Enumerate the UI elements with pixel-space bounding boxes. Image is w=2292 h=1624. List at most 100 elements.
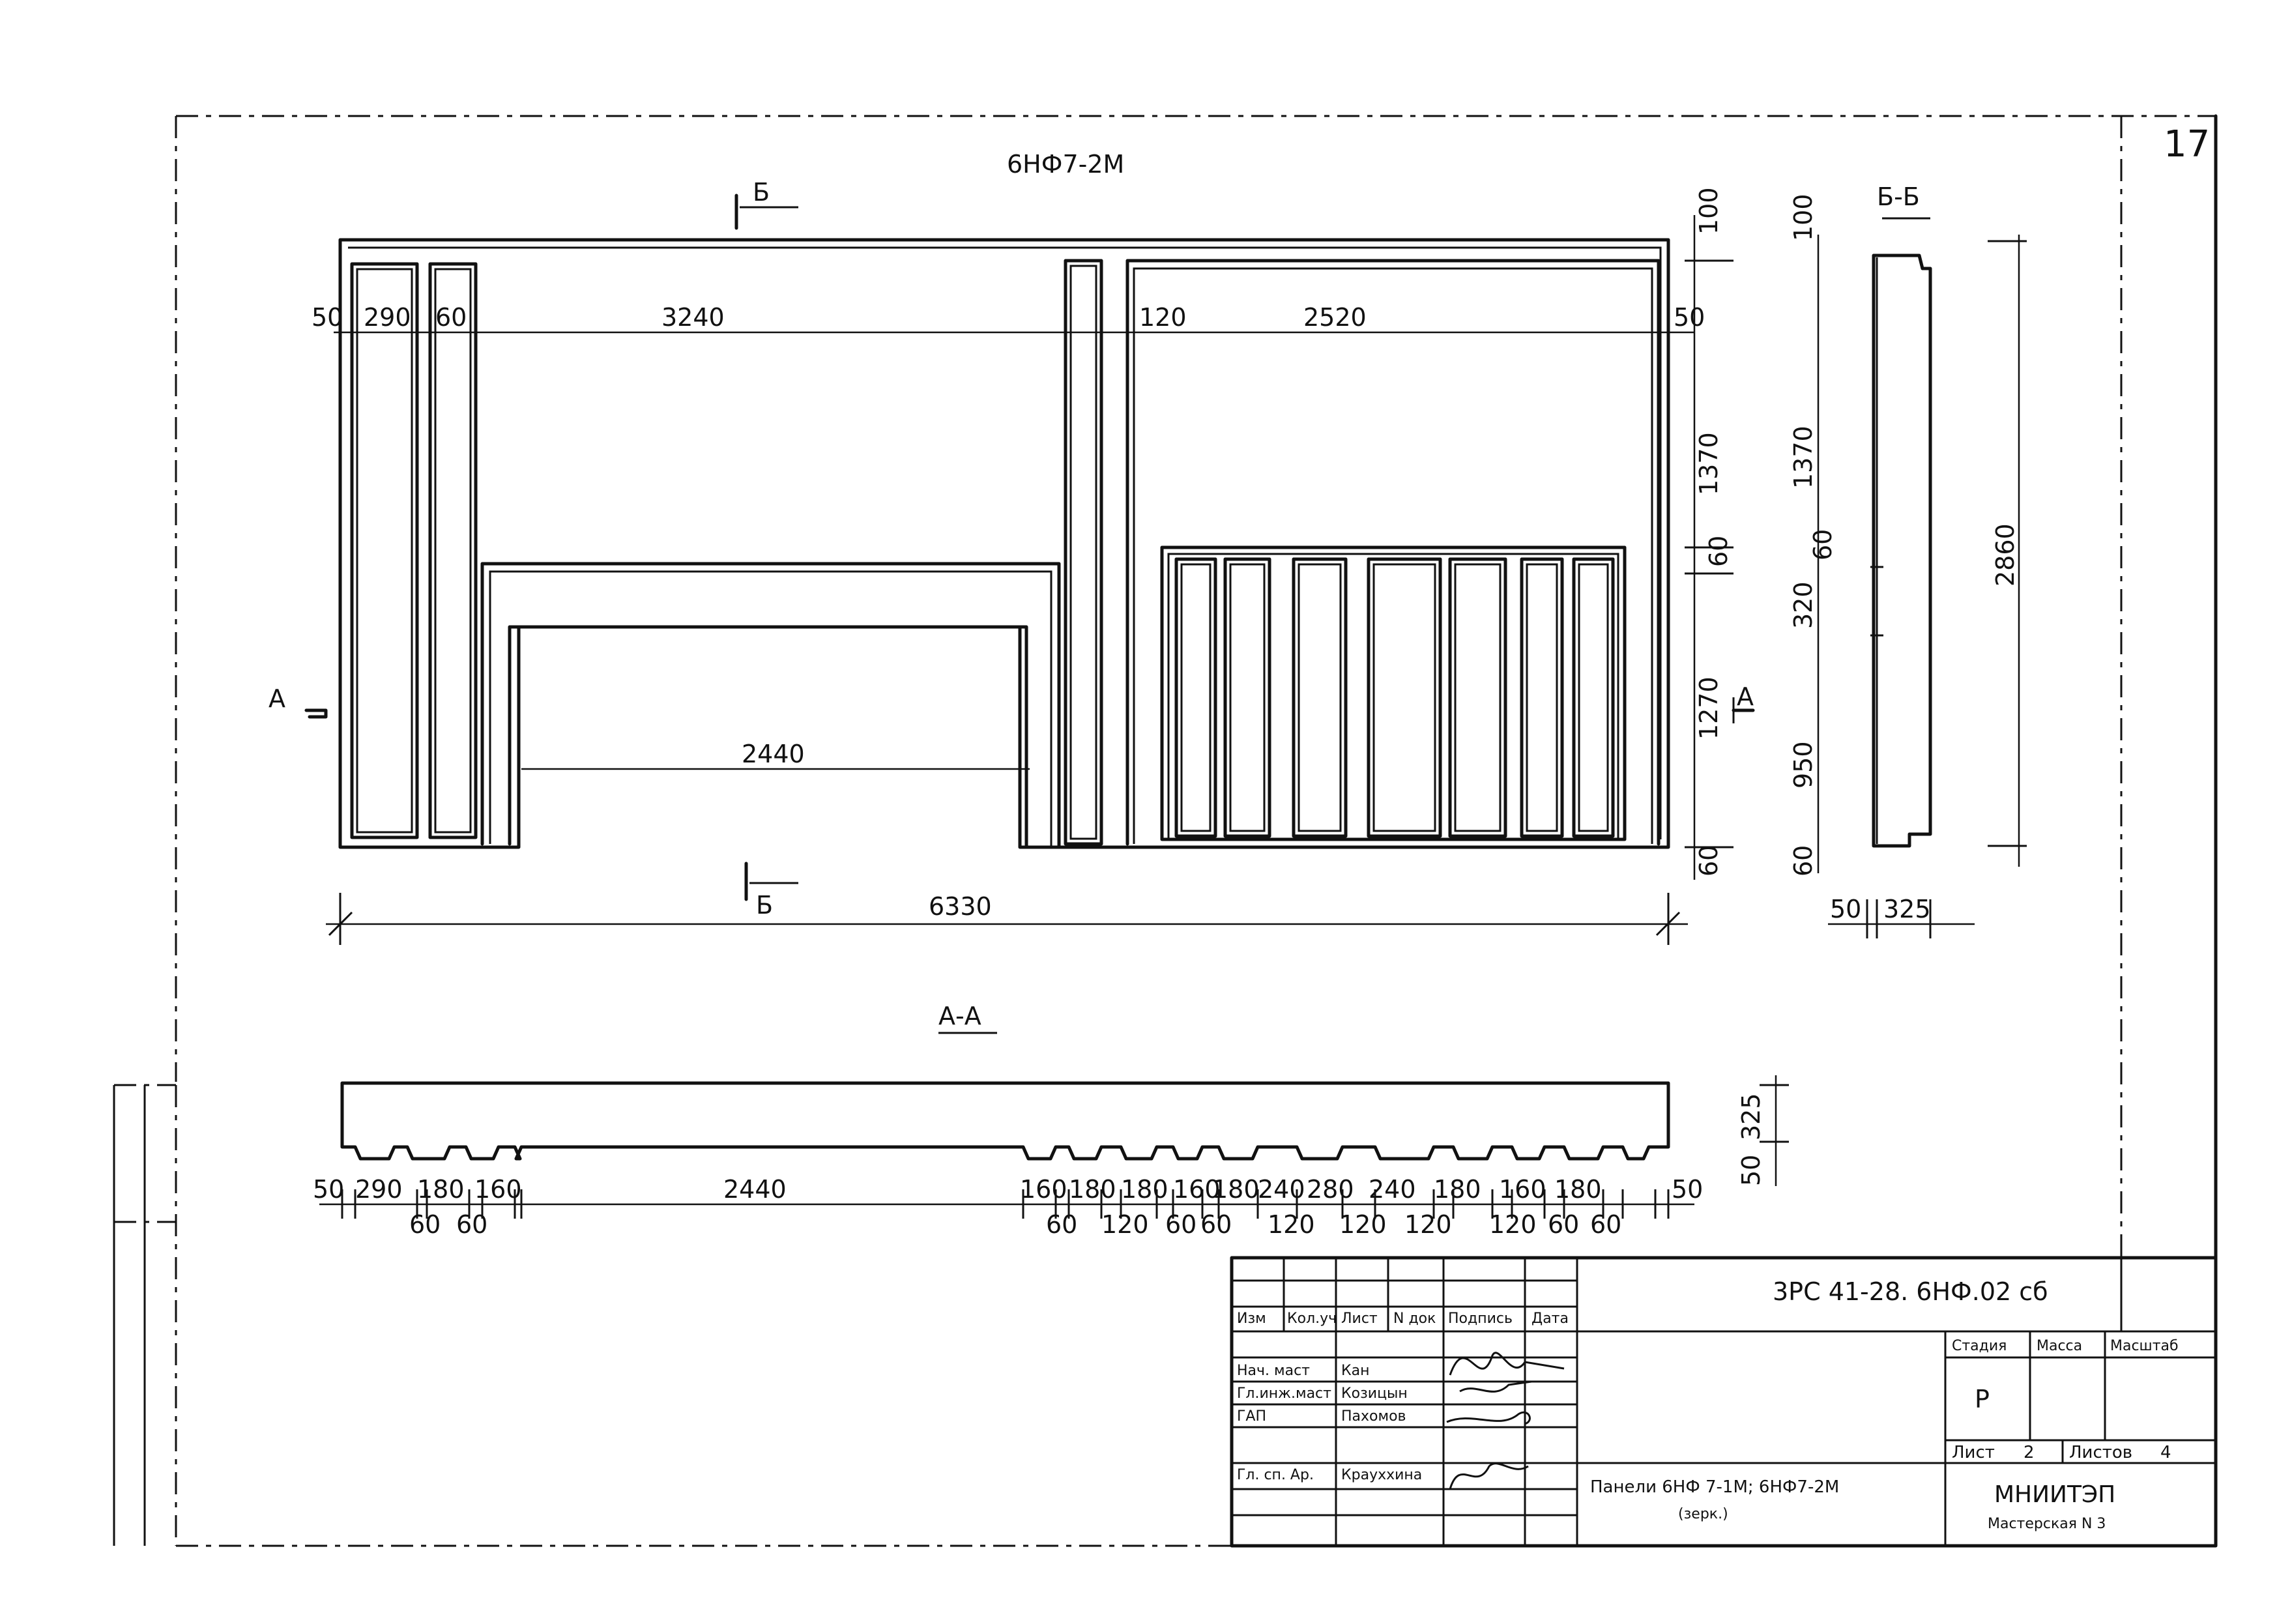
tb-col-1: Кол.уч xyxy=(1287,1311,1337,1327)
tb-name-2: Пахомов xyxy=(1341,1408,1406,1425)
tb-col-4: Подпись xyxy=(1448,1311,1513,1327)
tb-role-2: ГАП xyxy=(1237,1408,1266,1425)
window-panel-inner-0 xyxy=(1180,563,1211,832)
window-panel-inner-5 xyxy=(1526,563,1558,832)
main-view-title: 6НФ7-2М xyxy=(1007,150,1124,179)
aa-dim-bottom-3: 120 xyxy=(1101,1210,1149,1239)
dim-right-3: 60 xyxy=(1704,536,1733,567)
stage-value: Р xyxy=(1975,1385,1990,1414)
bb-dim-bottom-1: 325 xyxy=(1883,895,1931,923)
window-panel-0 xyxy=(1174,557,1217,838)
aa-dim-top-16: 50 xyxy=(1672,1175,1703,1204)
dim-right-0: 100 xyxy=(1694,187,1723,235)
bb-dim-bottom-0: 50 xyxy=(1830,895,1861,923)
bb-dim-3: 320 xyxy=(1789,581,1818,629)
aa-dim-top-10: 240 xyxy=(1258,1175,1305,1204)
sheet-frame xyxy=(113,114,2218,1547)
description-note: (зерк.) xyxy=(1678,1506,1728,1522)
aa-dim-top-4: 2440 xyxy=(723,1175,787,1204)
aa-dim-right-1: 325 xyxy=(1737,1093,1765,1140)
tb-role-3: Гл. сп. Ар. xyxy=(1237,1467,1314,1483)
section-aa xyxy=(319,1075,1789,1206)
window-panel-4 xyxy=(1448,557,1507,838)
aa-dim-top-7: 180 xyxy=(1121,1175,1168,1204)
bb-dim-height: 2860 xyxy=(1991,523,2020,587)
section-aa-title: А-А xyxy=(938,1002,981,1030)
cut-a-left: А xyxy=(268,684,285,713)
bb-dim-5: 60 xyxy=(1789,845,1818,877)
description: Панели 6НФ 7-1М; 6НФ7-2М xyxy=(1590,1477,1839,1497)
dim-top-0: 50 xyxy=(312,303,343,332)
aa-dim-bottom-8: 120 xyxy=(1404,1210,1452,1239)
tb-col-2: Лист xyxy=(1341,1311,1378,1327)
aa-dim-top-2: 180 xyxy=(417,1175,465,1204)
window-panel-5 xyxy=(1520,557,1564,838)
dim-right-4: 1270 xyxy=(1694,676,1723,740)
dim-top-6: 50 xyxy=(1674,303,1705,332)
aa-dim-bottom-7: 120 xyxy=(1339,1210,1387,1239)
cut-markers xyxy=(304,194,1755,901)
bb-dim-0: 100 xyxy=(1789,194,1818,241)
aa-dim-top-0: 50 xyxy=(313,1175,344,1204)
tb-col-5: Дата xyxy=(1531,1311,1569,1327)
window-panel-2 xyxy=(1292,557,1348,838)
window-panel-3 xyxy=(1367,557,1442,838)
sheets-label: Листов xyxy=(2069,1443,2132,1462)
aa-dim-bottom-5: 60 xyxy=(1200,1210,1232,1239)
bb-dim-4: 950 xyxy=(1789,741,1818,789)
tb-name-3: Крауххина xyxy=(1341,1467,1422,1483)
dim-top-3: 3240 xyxy=(661,303,725,332)
aa-dim-bottom-4: 60 xyxy=(1165,1210,1197,1239)
aa-dim-top-12: 240 xyxy=(1369,1175,1416,1204)
dim-overall: 6330 xyxy=(929,892,992,921)
stage-label: Стадия xyxy=(1952,1338,2007,1354)
window-panel-inner-2 xyxy=(1298,563,1342,832)
window-panel-6 xyxy=(1572,557,1615,838)
cut-b-bottom: Б xyxy=(756,891,773,920)
window-panel-1 xyxy=(1223,557,1271,838)
doc-code: 3РС 41-28. 6НФ.02 сб xyxy=(1773,1277,2048,1306)
aa-dim-top-11: 280 xyxy=(1307,1175,1354,1204)
section-bb xyxy=(1817,217,2027,938)
tb-name-1: Козицын xyxy=(1341,1385,1408,1402)
window-panel-inner-1 xyxy=(1229,563,1266,832)
aa-dim-bottom-6: 120 xyxy=(1268,1210,1315,1239)
aa-dim-top-1: 290 xyxy=(355,1175,403,1204)
aa-dim-top-8: 160 xyxy=(1173,1175,1221,1204)
sheet-label: Лист xyxy=(1952,1443,1995,1462)
aa-dim-top-5: 160 xyxy=(1020,1175,1067,1204)
scale-label: Масштаб xyxy=(2110,1338,2179,1354)
dim-opening: 2440 xyxy=(742,740,805,768)
cut-a-right: А xyxy=(1737,682,1754,711)
bb-dim-2: 60 xyxy=(1808,529,1837,560)
dim-top-4: 120 xyxy=(1139,303,1187,332)
window-panel-inner-4 xyxy=(1454,563,1501,832)
tb-col-3: N док xyxy=(1393,1311,1436,1327)
aa-dim-top-6: 180 xyxy=(1069,1175,1116,1204)
sheet-number: 17 xyxy=(2164,123,2210,166)
dim-right-5: 60 xyxy=(1694,845,1723,877)
dim-top-1: 290 xyxy=(364,303,411,332)
aa-dim-bottom-11: 60 xyxy=(1590,1210,1621,1239)
main-dimensions xyxy=(326,215,1734,945)
mass-label: Масса xyxy=(2037,1338,2082,1354)
window-panel-inner-6 xyxy=(1578,563,1609,832)
aa-dim-top-15: 180 xyxy=(1554,1175,1602,1204)
dim-right-2: 1370 xyxy=(1694,432,1723,495)
tb-role-1: Гл.инж.маст xyxy=(1237,1385,1331,1402)
tb-col-0: Изм xyxy=(1237,1311,1266,1327)
tb-name-0: Кан xyxy=(1341,1363,1369,1379)
bb-dim-1: 1370 xyxy=(1789,426,1818,489)
title-block xyxy=(1230,1256,2218,1548)
section-bb-title: Б-Б xyxy=(1877,182,1920,211)
main-elevation: 6НФ7-2М xyxy=(338,150,1670,849)
aa-dim-top-9: 180 xyxy=(1212,1175,1260,1204)
tb-role-0: Нач. маст xyxy=(1237,1363,1310,1379)
dim-top-5: 2520 xyxy=(1303,303,1367,332)
sheets-value: 4 xyxy=(2160,1443,2171,1462)
aa-dim-top-14: 160 xyxy=(1499,1175,1546,1204)
workshop: Мастерская N 3 xyxy=(1988,1516,2106,1532)
aa-dim-right-0: 50 xyxy=(1737,1155,1765,1186)
sheet-value: 2 xyxy=(2024,1443,2035,1462)
